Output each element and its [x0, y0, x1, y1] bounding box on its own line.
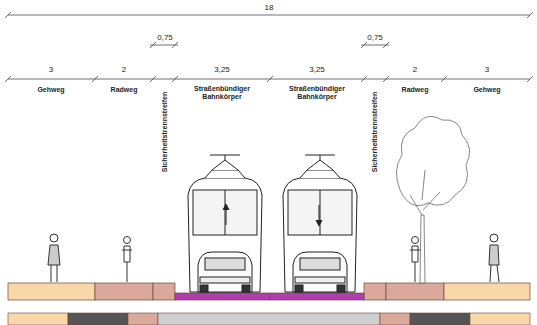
dimension: 3	[485, 66, 489, 75]
zone-name: Radweg	[111, 86, 138, 94]
dimension: 3,25	[309, 66, 325, 75]
dimension: 0,75	[367, 34, 383, 43]
zone-name: Gehweg	[37, 86, 64, 94]
dimension: 3,25	[214, 66, 230, 75]
dimension: 2	[122, 66, 126, 75]
zone-name: Straßenbündiger Bahnkörper	[281, 85, 353, 100]
dimension: 0,75	[157, 34, 173, 43]
dimension: 3	[49, 66, 53, 75]
zone-name: Gehweg	[473, 86, 500, 94]
dimension: 18	[265, 4, 274, 13]
zone-name: Straßenbündiger Bahnkörper	[186, 85, 258, 100]
zone-name: Sicherheitstrennstreifen	[371, 91, 379, 174]
dimension: 2	[413, 66, 417, 75]
zone-name: Sicherheitstrennstreifen	[161, 91, 169, 174]
zone-name: Radweg	[402, 86, 429, 94]
